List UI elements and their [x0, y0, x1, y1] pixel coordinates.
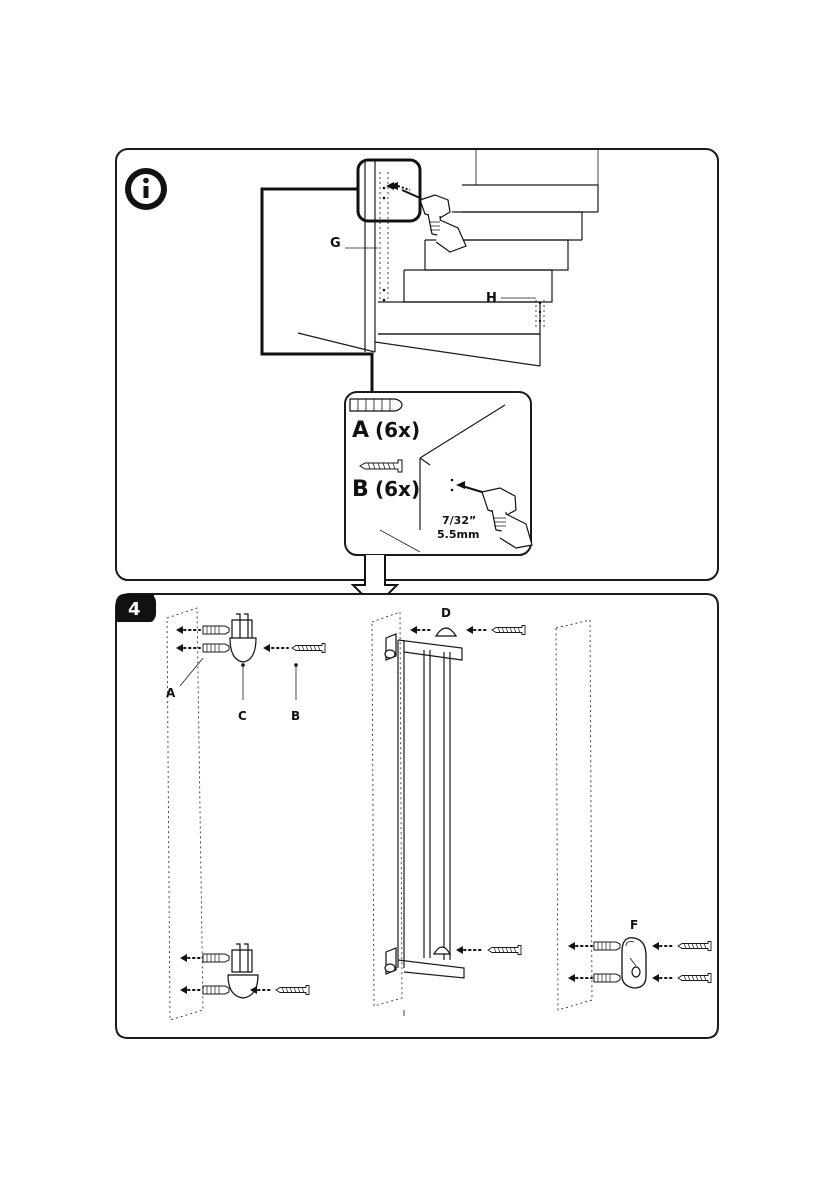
label-f-step: F — [630, 918, 638, 932]
label-g: G — [330, 236, 341, 251]
label-h: H — [486, 291, 497, 306]
qty-b: (6x) — [375, 477, 420, 501]
label-b-step: B — [291, 709, 300, 723]
drill-size-in: 7/32” — [442, 514, 476, 527]
bracket-f — [622, 938, 646, 988]
label-c-step: C — [238, 709, 247, 723]
label-a-step: A — [166, 686, 176, 700]
qty-a: (6x) — [375, 418, 420, 442]
drill-size-mm: 5.5mm — [437, 528, 479, 541]
bracket-c — [230, 614, 256, 662]
label-b: B — [352, 477, 369, 502]
step-panel: 4 A C B — [116, 594, 718, 1038]
label-d-step: D — [441, 606, 451, 620]
info-icon — [125, 168, 167, 210]
label-a: A — [352, 418, 369, 443]
wall-plug-icon — [350, 399, 402, 411]
step-number: 4 — [128, 599, 141, 620]
detail-box: A (6x) B (6x) 7/32” 5.5mm — [345, 392, 532, 555]
